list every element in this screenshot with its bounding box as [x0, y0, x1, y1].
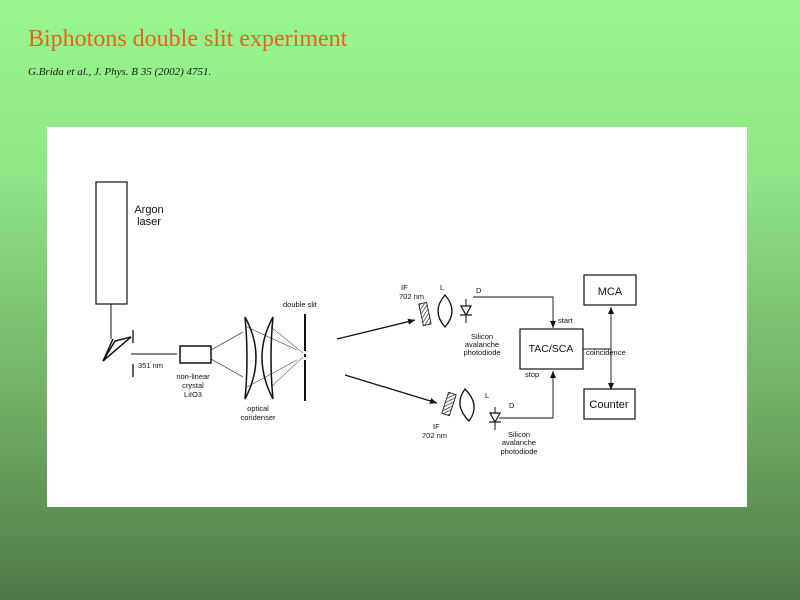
crystal-label-1: non-linear — [176, 372, 210, 381]
upper-filter-wavelength: 702 nm — [399, 292, 424, 301]
stop-label: stop — [525, 370, 539, 379]
slide-citation: G.Brida et al., J. Phys. B 35 (2002) 475… — [28, 66, 212, 78]
upper-lens — [437, 294, 453, 328]
lower-interference-filter — [441, 391, 457, 417]
crystal-box — [179, 345, 212, 364]
crystal-label-2: crystal — [182, 381, 204, 390]
lower-detector-label: D — [509, 401, 515, 410]
lower-filter-wavelength: 702 nm — [422, 431, 447, 440]
experiment-diagram: Argon laser 351 nm non-linear crystal Li… — [47, 127, 747, 507]
cone-ray-bottom — [210, 358, 244, 378]
coincidence-label: coincidence — [586, 348, 626, 357]
lower-photodiode-label-2: avalanche — [502, 438, 536, 447]
condenser-lens-left — [244, 316, 257, 400]
start-signal-line — [473, 296, 556, 328]
lower-photodiode-label-1: Silicon — [508, 430, 530, 439]
lower-filter-label: IF — [433, 422, 440, 431]
upper-interference-filter — [418, 301, 432, 327]
argon-laser-box — [95, 181, 128, 305]
mca-box — [583, 274, 637, 306]
condenser-lens-right — [261, 316, 274, 400]
start-label: start — [558, 316, 574, 325]
cone-ray-top — [210, 331, 244, 351]
upper-photodiode-label-3: photodiode — [463, 348, 500, 357]
condenser-ray-2 — [246, 359, 298, 388]
slide-title: Biphotons double slit experiment — [28, 26, 348, 52]
upper-photodiode-label-1: Silicon — [471, 332, 493, 341]
argon-laser-label-1: Argon — [134, 204, 163, 216]
counter-label: Counter — [589, 399, 628, 411]
condenser-label-2: condenser — [240, 413, 276, 422]
tac-sca-label: TAC/SCA — [529, 343, 574, 355]
lower-lens — [459, 388, 475, 422]
condenser-ray-4 — [270, 356, 304, 388]
stop-signal-line — [499, 371, 556, 419]
lower-photodiode-label-3: photodiode — [500, 447, 537, 456]
upper-photon-beam — [336, 318, 416, 340]
condenser-ray-1 — [246, 326, 298, 351]
upper-lens-label: L — [440, 283, 444, 292]
condenser-label-1: optical — [247, 404, 269, 413]
upper-photodiode-icon — [459, 305, 473, 317]
upper-photodiode-label-2: avalanche — [465, 340, 499, 349]
upper-detector-label: D — [476, 286, 482, 295]
counter-box — [583, 388, 636, 420]
crystal-label-3: LiIO3 — [184, 390, 202, 399]
prism — [102, 336, 132, 362]
double-slit-label: double slit — [283, 300, 318, 309]
prism-edge — [102, 338, 114, 362]
pump-wavelength-label: 351 nm — [138, 361, 163, 370]
mca-label: MCA — [598, 286, 623, 298]
upper-filter-label: IF — [401, 283, 408, 292]
argon-laser-label-2: laser — [137, 216, 161, 228]
lower-lens-label: L — [485, 391, 489, 400]
lower-photodiode-icon — [488, 412, 502, 424]
lower-photon-beam — [344, 374, 438, 404]
condenser-ray-3 — [270, 326, 304, 354]
